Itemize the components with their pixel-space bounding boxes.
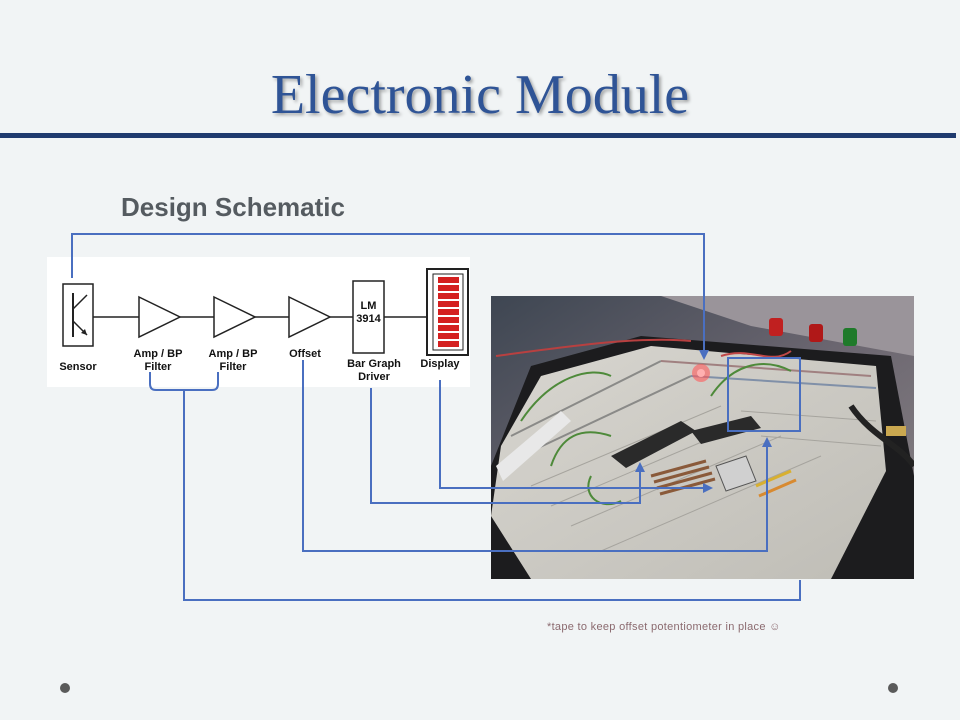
offset-symbol <box>288 295 332 339</box>
chip-label-line1: LM <box>361 300 377 312</box>
breadboard-photo <box>491 296 914 579</box>
block-label-amp1: Amp / BP <box>134 348 183 360</box>
breadboard-photo-svg <box>491 296 914 579</box>
bar-graph-driver-chip: LM 3914 <box>352 280 385 354</box>
block-label-amp1-sub: Filter <box>145 361 173 373</box>
sensor-symbol <box>62 283 94 347</box>
bottom-right-dot <box>888 683 898 693</box>
slide-subtitle: Design Schematic <box>121 192 345 222</box>
amp-filter-1-symbol <box>138 295 182 339</box>
tape-note: *tape to keep offset potentiometer in pl… <box>547 621 781 633</box>
block-label-driver: Bar Graph <box>347 358 401 370</box>
block-label-amp2: Amp / BP <box>209 348 258 360</box>
block-diagram: LM 3914 Sensor Amp / BP Filter A <box>47 257 470 387</box>
bottom-left-dot <box>60 683 70 693</box>
block-diagram-svg: LM 3914 Sensor Amp / BP Filter A <box>59 268 469 383</box>
block-label-amp2-sub: Filter <box>220 361 248 373</box>
slide-title: Electronic Module <box>270 64 690 126</box>
block-label-driver-sub: Driver <box>358 371 391 383</box>
block-label-display: Display <box>420 358 460 370</box>
block-label-offset: Offset <box>289 348 321 360</box>
chip-label-line2: 3914 <box>356 313 381 325</box>
amp-filter-2-symbol <box>213 295 257 339</box>
led-display <box>426 268 469 356</box>
title-divider <box>0 133 956 138</box>
block-label-sensor: Sensor <box>59 361 97 373</box>
